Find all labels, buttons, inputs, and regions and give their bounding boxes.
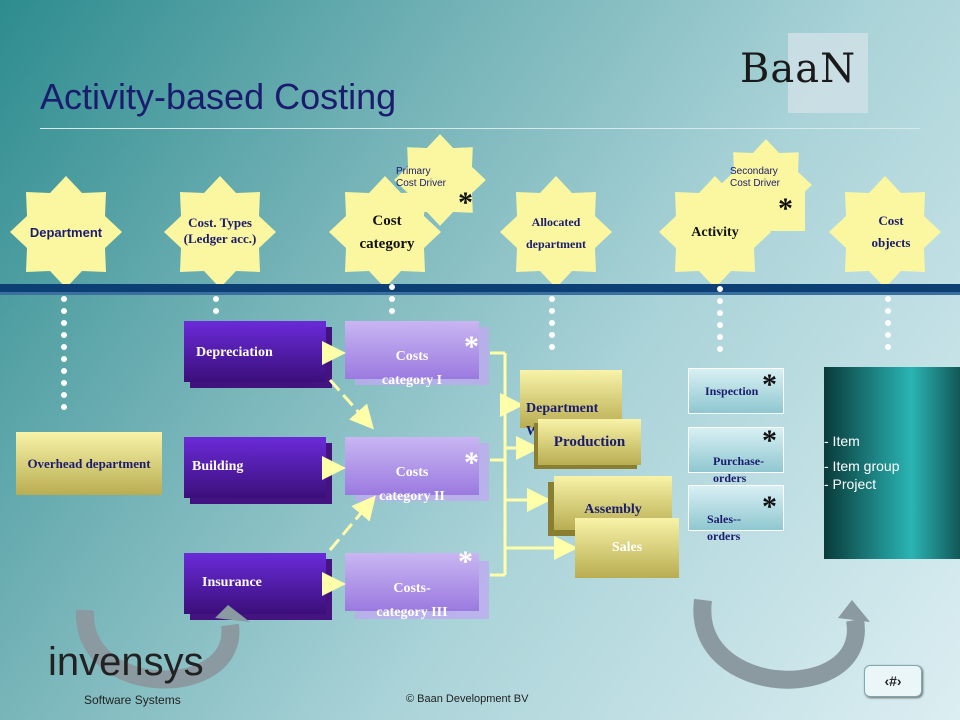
- dots-allocated-department: [549, 296, 555, 356]
- timeline-band-lower: [0, 292, 960, 295]
- activity-sales-orders-label: Sales-- orders: [707, 511, 741, 543]
- category-2-asterisk: *: [464, 446, 479, 479]
- page-title: Activity-based Costing: [40, 76, 397, 117]
- footer-copyright: © Baan Development BV: [406, 693, 529, 705]
- cost-category-2: Costs category II: [345, 437, 479, 504]
- dept-production-label: Production: [553, 433, 626, 450]
- dept-production: Production: [538, 419, 641, 465]
- dots-cost-types: [213, 296, 219, 320]
- cost-objects-box: - Item - Item group - Project: [824, 367, 960, 559]
- invensys-subtitle: Software Systems: [84, 693, 181, 707]
- sales-orders-asterisk: *: [762, 490, 777, 523]
- cost-object-project: - Project: [824, 476, 877, 492]
- category-3-asterisk: *: [458, 545, 473, 578]
- purchase-orders-asterisk: *: [762, 424, 777, 457]
- baan-logo: BaaN: [740, 46, 857, 92]
- activity-inspection: Inspection: [688, 368, 784, 414]
- activity-sales-orders: Sales-- orders: [688, 485, 784, 543]
- activity-purchase-orders: Purchase- orders: [688, 427, 784, 485]
- cost-category-1: Costs category I: [345, 321, 479, 388]
- dots-activity: [717, 286, 723, 358]
- dept-assembly-label: Assembly: [584, 502, 642, 517]
- logo-backdrop: [788, 33, 868, 113]
- page-number: ‹#›: [884, 673, 902, 689]
- timeline-band: [0, 284, 960, 292]
- page-number-button[interactable]: ‹#›: [864, 665, 922, 697]
- cost-category-1-label: Costs category I: [381, 348, 443, 388]
- title-divider: [40, 128, 920, 129]
- cost-type-insurance-label: Insurance: [202, 575, 262, 590]
- cost-object-item-group: - Item group: [824, 458, 900, 474]
- primary-driver-label: Primary Cost Driver: [396, 166, 447, 189]
- node-cost-types-label: Cost. Types (Ledger acc.): [183, 215, 257, 247]
- cost-type-building-label: Building: [192, 459, 244, 474]
- secondary-driver-asterisk: *: [778, 192, 793, 225]
- node-department-label: Department: [29, 225, 103, 240]
- cost-category-3-label: Costs- category III: [376, 580, 448, 620]
- dots-cost-category: [389, 284, 395, 320]
- cost-category-3: Costs- category III: [345, 553, 479, 620]
- dots-department: [61, 296, 67, 416]
- dots-cost-objects: [885, 296, 891, 356]
- inspection-asterisk: *: [762, 368, 777, 401]
- node-activity-label: Activity: [691, 225, 739, 240]
- dept-sales-label: Sales: [611, 540, 643, 555]
- cost-type-building: Building: [184, 437, 326, 498]
- dept-sales: Sales: [575, 518, 679, 578]
- cost-object-item: - Item: [824, 433, 860, 449]
- secondary-driver-label: Secondary Cost Driver: [730, 166, 781, 189]
- category-1-asterisk: *: [464, 330, 479, 363]
- node-allocated-department-label: Allocated department: [526, 215, 586, 251]
- cost-type-depreciation: Depreciation: [184, 321, 326, 382]
- primary-driver-asterisk: *: [458, 186, 473, 219]
- invensys-logo: invensys: [48, 640, 204, 684]
- node-cost-category-label: Cost category: [359, 213, 415, 252]
- overhead-department-box: Overhead department: [16, 432, 162, 495]
- overhead-department-label: Overhead department: [27, 455, 151, 471]
- node-cost-objects-label: Cost objects: [871, 213, 911, 251]
- cost-type-insurance: Insurance: [184, 553, 326, 614]
- cost-category-2-label: Costs category II: [379, 464, 445, 504]
- node-stars: [10, 134, 941, 288]
- activity-inspection-label: Inspection: [705, 383, 759, 398]
- cost-type-depreciation-label: Depreciation: [196, 345, 273, 360]
- activity-purchase-orders-label: Purchase- orders: [713, 453, 765, 485]
